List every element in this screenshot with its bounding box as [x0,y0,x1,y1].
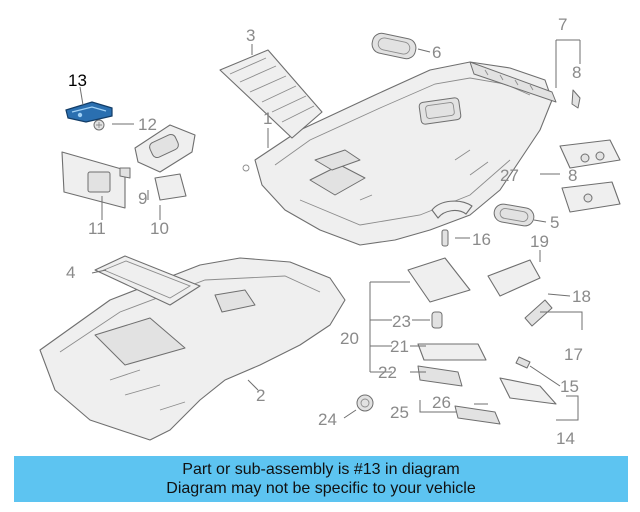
headliner-lower [39,257,346,441]
callout-5: 5 [550,213,559,232]
callout-4: 4 [66,263,75,282]
callout-19: 19 [530,232,549,251]
callout-23: 23 [392,312,411,331]
banner-line-1: Part or sub-assembly is #13 in diagram [182,461,460,478]
sunshade [94,255,201,306]
callout-17: 17 [564,345,583,364]
highlighted-part-13 [65,101,113,123]
visor-holder [134,124,196,201]
callout-26: 26 [432,393,451,412]
callout-16: 16 [472,230,491,249]
callout-18: 18 [572,287,591,306]
banner-line-2: Diagram may not be specific to your vehi… [166,480,476,497]
small-parts-right [356,257,557,425]
rail-assembly [469,61,581,109]
callout-11: 11 [88,219,106,238]
callout-2: 2 [256,386,265,405]
grab-handle [431,200,473,247]
callout-15: 15 [560,377,579,396]
callout-25: 25 [390,403,409,422]
callout-8-top: 8 [572,63,581,82]
lamp-lens [371,32,417,60]
callout-7: 7 [558,15,567,34]
screw-12 [93,119,105,131]
callout-1: 1 [263,109,272,128]
overhead-console [559,139,621,213]
sun-visor [61,151,131,209]
callout-8-console: 8 [568,166,577,185]
info-banner: Part or sub-assembly is #13 in diagram D… [14,456,628,502]
callout-13: 13 [68,71,87,90]
callout-21: 21 [390,337,409,356]
callout-6: 6 [432,43,441,62]
callout-14: 14 [556,429,575,448]
headliner-upper [242,61,553,246]
callout-12: 12 [138,115,157,134]
callout-20: 20 [340,329,359,348]
callout-24: 24 [318,410,337,429]
callout-9: 9 [138,189,147,208]
callout-3: 3 [246,26,255,45]
lamp-lens-5 [493,203,535,227]
callout-10: 10 [150,219,169,238]
leader-lines [79,39,583,421]
sunroof-panel [219,49,323,139]
callout-27: 27 [500,166,519,185]
callout-22: 22 [378,363,397,382]
